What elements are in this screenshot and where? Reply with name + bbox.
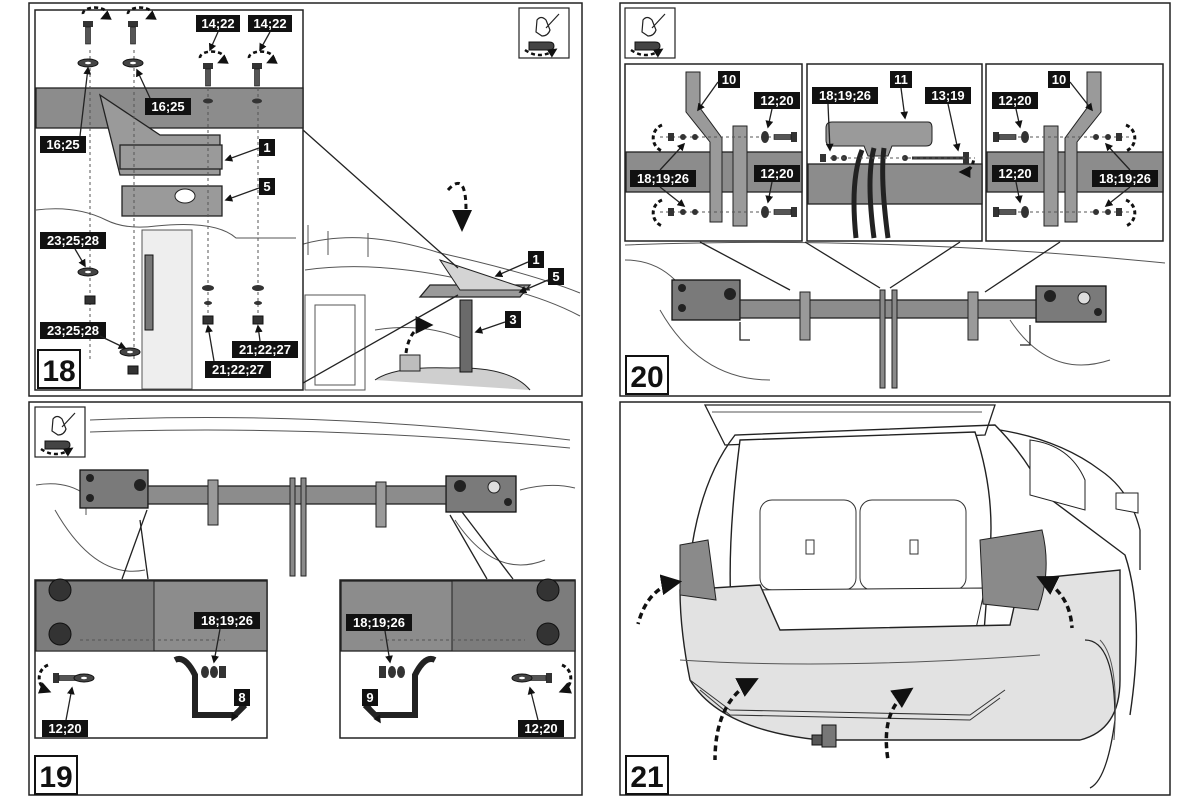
svg-text:9: 9 bbox=[366, 690, 373, 705]
step-number-18: 18 bbox=[37, 349, 81, 389]
svg-text:23;25;28: 23;25;28 bbox=[47, 233, 99, 248]
panel-step-19: 18;19;26 8 12;20 18;19;26 9 12;20 19 bbox=[28, 401, 583, 796]
svg-text:12;20: 12;20 bbox=[524, 721, 557, 736]
step-number-21: 21 bbox=[625, 755, 669, 795]
label-18-washer-b: 23;25;28 bbox=[40, 322, 106, 339]
svg-text:3: 3 bbox=[509, 312, 516, 327]
detail-18 bbox=[35, 8, 304, 390]
svg-text:12;20: 12;20 bbox=[760, 93, 793, 108]
svg-text:11: 11 bbox=[894, 72, 908, 87]
step-number-19: 19 bbox=[34, 755, 78, 795]
label-18-part-1-detail: 1 bbox=[259, 139, 275, 156]
svg-text:18;19;26: 18;19;26 bbox=[1099, 171, 1151, 186]
svg-text:1: 1 bbox=[263, 140, 270, 155]
label-18-bolt-b: 16;25 bbox=[145, 98, 191, 115]
svg-text:1: 1 bbox=[532, 252, 539, 267]
step-number-20: 20 bbox=[625, 355, 669, 395]
label-19-hw-right: 18;19;26 bbox=[346, 614, 412, 631]
label-18-screw-a: 14;22 bbox=[196, 15, 240, 32]
panel-step-21: 21 bbox=[619, 401, 1171, 796]
label-18-part-3: 3 bbox=[505, 311, 521, 328]
label-18-part-1: 1 bbox=[528, 251, 544, 268]
svg-text:19: 19 bbox=[39, 761, 72, 794]
svg-text:14;22: 14;22 bbox=[201, 16, 234, 31]
svg-text:21;22;27: 21;22;27 bbox=[239, 342, 291, 357]
label-20-bolt-mid: 13;19 bbox=[925, 87, 971, 104]
svg-text:23;25;28: 23;25;28 bbox=[47, 323, 99, 338]
label-18-part-5: 5 bbox=[548, 268, 564, 285]
svg-text:10: 10 bbox=[1052, 72, 1066, 87]
label-18-bolt-a: 16;25 bbox=[40, 136, 86, 153]
svg-text:21;22;27: 21;22;27 bbox=[212, 362, 264, 377]
svg-text:16;25: 16;25 bbox=[151, 99, 184, 114]
panel-step-18: 16;25 16;25 14;22 14;22 1 5 23;25;28 23;… bbox=[28, 2, 583, 397]
label-19-part-9: 9 bbox=[362, 689, 378, 706]
label-19-part-8: 8 bbox=[234, 689, 250, 706]
svg-text:13;19: 13;19 bbox=[931, 88, 964, 103]
svg-text:5: 5 bbox=[552, 269, 559, 284]
svg-text:21: 21 bbox=[630, 761, 663, 794]
label-19-bolt-right: 12;20 bbox=[518, 720, 564, 737]
label-20-hw-right: 18;19;26 bbox=[1092, 170, 1158, 187]
label-18-part-5-detail: 5 bbox=[259, 178, 275, 195]
svg-text:10: 10 bbox=[722, 72, 736, 87]
label-20-part-10-right: 10 bbox=[1048, 71, 1070, 88]
label-20-part-11: 11 bbox=[890, 71, 912, 88]
label-19-hw-left: 18;19;26 bbox=[194, 612, 260, 629]
label-20-bolt-left-top: 12;20 bbox=[754, 92, 800, 109]
svg-text:18;19;26: 18;19;26 bbox=[353, 615, 405, 630]
svg-text:14;22: 14;22 bbox=[253, 16, 286, 31]
svg-text:18;19;26: 18;19;26 bbox=[637, 171, 689, 186]
suv-rear-view bbox=[636, 404, 1141, 789]
label-20-bolt-right-bottom: 12;20 bbox=[992, 165, 1038, 182]
label-18-nut-b: 21;22;27 bbox=[205, 361, 271, 378]
svg-text:12;20: 12;20 bbox=[48, 721, 81, 736]
svg-text:16;25: 16;25 bbox=[46, 137, 79, 152]
svg-text:12;20: 12;20 bbox=[998, 166, 1031, 181]
label-20-bolt-right-top: 12;20 bbox=[992, 92, 1038, 109]
label-20-bolt-left-bottom: 12;20 bbox=[754, 165, 800, 182]
label-19-bolt-left: 12;20 bbox=[42, 720, 88, 737]
label-18-washer-a: 23;25;28 bbox=[40, 232, 106, 249]
svg-text:12;20: 12;20 bbox=[998, 93, 1031, 108]
svg-text:18;19;26: 18;19;26 bbox=[819, 88, 871, 103]
plate-part-5 bbox=[121, 185, 223, 217]
svg-text:18;19;26: 18;19;26 bbox=[201, 613, 253, 628]
svg-text:18: 18 bbox=[42, 355, 75, 388]
svg-text:5: 5 bbox=[263, 179, 270, 194]
label-20-part-10-left: 10 bbox=[718, 71, 740, 88]
panel-step-20: 10 12;20 12;20 18;19;26 18;19;26 11 13;1… bbox=[619, 2, 1171, 397]
label-18-screw-b: 14;22 bbox=[248, 15, 292, 32]
svg-text:12;20: 12;20 bbox=[760, 166, 793, 181]
svg-text:20: 20 bbox=[630, 361, 663, 394]
label-20-hw-left: 18;19;26 bbox=[630, 170, 696, 187]
label-18-nut-a: 21;22;27 bbox=[232, 341, 298, 358]
svg-text:8: 8 bbox=[238, 690, 245, 705]
label-20-hw-mid: 18;19;26 bbox=[812, 87, 878, 104]
